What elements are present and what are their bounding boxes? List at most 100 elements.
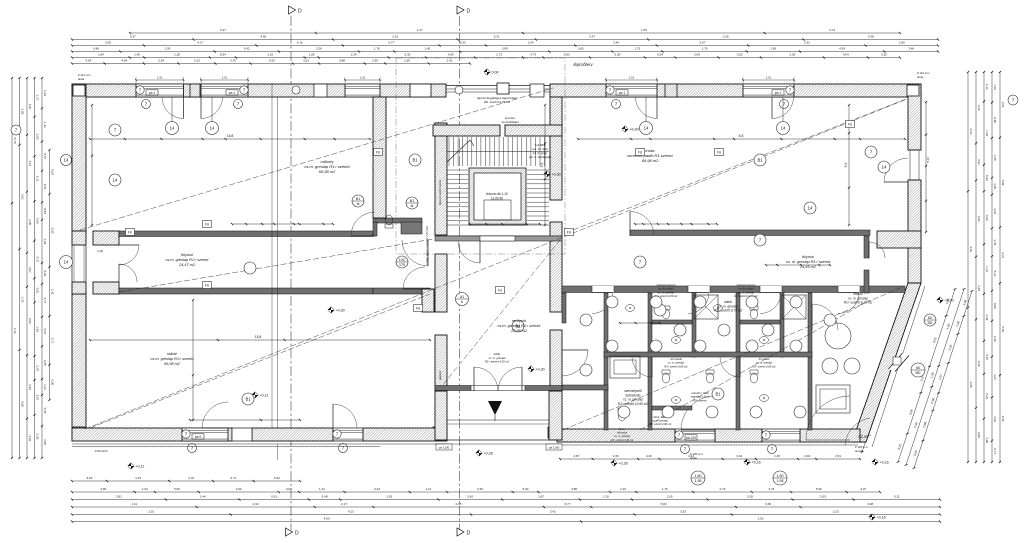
svg-text:7: 7 <box>191 446 194 451</box>
svg-text:előtér: előtér <box>494 352 501 356</box>
svg-text:1,95: 1,95 <box>165 46 171 50</box>
svg-text:ismeretlt padló R1 szerint: ismeretlt padló R1 szerint <box>627 153 673 158</box>
svg-text:em. 41, fellé: em. 41, fellé <box>532 147 548 151</box>
svg-text:14: 14 <box>64 158 69 163</box>
svg-text:cs. m. greslap: cs. m. greslap <box>658 290 675 294</box>
svg-text:1,76: 1,76 <box>702 46 708 50</box>
svg-text:4,46: 4,46 <box>646 454 652 458</box>
svg-text:cs. m. greslap: cs. m. greslap <box>756 361 773 365</box>
svg-text:1,96: 1,96 <box>955 320 961 327</box>
svg-text:3,10: 3,10 <box>881 52 887 56</box>
svg-text:1,49: 1,49 <box>36 326 40 332</box>
svg-text:1,87: 1,87 <box>538 494 544 498</box>
svg-text:3,47: 3,47 <box>589 34 595 38</box>
svg-text:raktár: raktár <box>167 352 177 356</box>
svg-text:tavla: tavla <box>917 75 923 79</box>
svg-text:60: 60 <box>928 316 932 320</box>
svg-text:5,33: 5,33 <box>460 40 466 44</box>
svg-text:0,86: 0,86 <box>93 46 99 50</box>
svg-text:4,83: 4,83 <box>945 323 951 330</box>
svg-text:2,97: 2,97 <box>993 208 997 214</box>
svg-text:pa 100: pa 100 <box>686 436 696 440</box>
svg-text:2,83: 2,83 <box>100 487 106 491</box>
svg-text:1,60: 1,60 <box>993 336 997 342</box>
svg-text:D: D <box>467 9 471 15</box>
svg-text:3,81: 3,81 <box>116 494 122 498</box>
svg-text:A1: A1 <box>460 295 464 299</box>
svg-text:# 121 mm: # 121 mm <box>917 71 930 75</box>
svg-text:4,94: 4,94 <box>843 52 849 56</box>
svg-text:wc és mosdó: wc és mosdó <box>658 287 674 291</box>
svg-text:0,88: 0,88 <box>339 58 345 62</box>
svg-text:B1: B1 <box>410 199 414 203</box>
svg-text:1,38: 1,38 <box>929 372 935 379</box>
svg-text:R1> szerint 2,60 m2: R1> szerint 2,60 m2 <box>649 423 672 426</box>
svg-text:4,61: 4,61 <box>21 194 25 200</box>
svg-text:# 125 mm: # 125 mm <box>855 445 868 449</box>
svg-text:1,45: 1,45 <box>774 454 780 458</box>
svg-text:4,13: 4,13 <box>348 509 354 513</box>
svg-text:7: 7 <box>237 102 240 107</box>
svg-text:BD: BD <box>928 321 933 325</box>
svg-text:4,73: 4,73 <box>530 52 536 56</box>
svg-text:FU: FU <box>498 289 503 293</box>
svg-text:3,46: 3,46 <box>908 46 914 50</box>
svg-text:+0,30: +0,30 <box>630 128 639 132</box>
svg-text:5,05: 5,05 <box>174 487 180 491</box>
svg-text:5,78: 5,78 <box>13 138 17 144</box>
svg-text:7: 7 <box>765 433 768 438</box>
svg-text:1,51: 1,51 <box>360 76 366 80</box>
svg-text:4,40: 4,40 <box>28 384 32 390</box>
svg-text:0,95: 0,95 <box>456 502 462 506</box>
svg-text:cs. m. greslap: cs. m. greslap <box>718 304 738 308</box>
svg-text:gépész: gépész <box>438 370 442 380</box>
svg-text:4,59: 4,59 <box>839 46 845 50</box>
svg-text:1,45: 1,45 <box>424 46 430 50</box>
svg-text:pa 1: pa 1 <box>149 91 156 95</box>
svg-text:FU: FU <box>638 151 643 155</box>
svg-text:0,65: 0,65 <box>578 46 584 50</box>
svg-text:3,44: 3,44 <box>613 40 619 44</box>
svg-text:7: 7 <box>342 446 345 451</box>
svg-text:7: 7 <box>783 102 786 107</box>
svg-text:14: 14 <box>808 206 813 211</box>
svg-text:1,36: 1,36 <box>613 454 619 458</box>
svg-text:66,98 m2: 66,98 m2 <box>164 362 181 366</box>
svg-text:71,67°: 71,67° <box>858 434 871 439</box>
svg-text:wc és mosdó: wc és mosdó <box>738 287 754 291</box>
svg-text:1,05: 1,05 <box>667 494 673 498</box>
svg-text:7: 7 <box>639 260 642 265</box>
svg-text:1,43: 1,43 <box>13 328 17 334</box>
svg-text:FU: FU <box>376 151 381 155</box>
svg-text:5,52: 5,52 <box>87 476 93 480</box>
svg-text:5,71: 5,71 <box>230 476 236 480</box>
svg-text:5,30: 5,30 <box>614 52 620 56</box>
svg-text:5,07: 5,07 <box>700 40 706 44</box>
svg-text:szemöldökkel: szemöldökkel <box>502 120 519 124</box>
svg-text:+0,16: +0,16 <box>880 461 889 465</box>
svg-text:0,00: 0,00 <box>492 71 499 75</box>
svg-text:4,77: 4,77 <box>43 297 47 303</box>
svg-text:+0,16: +0,16 <box>752 461 761 465</box>
svg-text:3,51: 3,51 <box>303 58 309 62</box>
svg-text:4,85: 4,85 <box>448 52 454 56</box>
svg-text:2,55: 2,55 <box>372 58 378 62</box>
svg-text:3,79: 3,79 <box>993 239 997 245</box>
svg-text:4,80: 4,80 <box>324 516 330 520</box>
svg-text:öltöző/zuhanyzó: öltöző/zuhanyzó <box>737 283 756 287</box>
svg-text:7: 7 <box>336 432 339 437</box>
svg-text:R1> szerint 3,80 m2: R1> szerint 3,80 m2 <box>734 294 758 298</box>
svg-text:1,80: 1,80 <box>899 40 905 44</box>
svg-text:7: 7 <box>1012 98 1015 103</box>
svg-text:tavlat: tavlat <box>690 456 697 460</box>
svg-text:2,23: 2,23 <box>833 509 839 513</box>
svg-text:0,92: 0,92 <box>51 228 55 234</box>
svg-text:3,60: 3,60 <box>913 450 919 457</box>
svg-text:3,35: 3,35 <box>477 487 483 491</box>
svg-text:4,37: 4,37 <box>36 256 40 262</box>
svg-text:2,16: 2,16 <box>620 487 626 491</box>
svg-text:cs. m. greslap R1> szerint: cs. m. greslap R1> szerint <box>786 260 831 264</box>
svg-text:2,17: 2,17 <box>341 502 347 506</box>
svg-text:D: D <box>298 9 302 15</box>
svg-text:1,21: 1,21 <box>43 384 47 390</box>
